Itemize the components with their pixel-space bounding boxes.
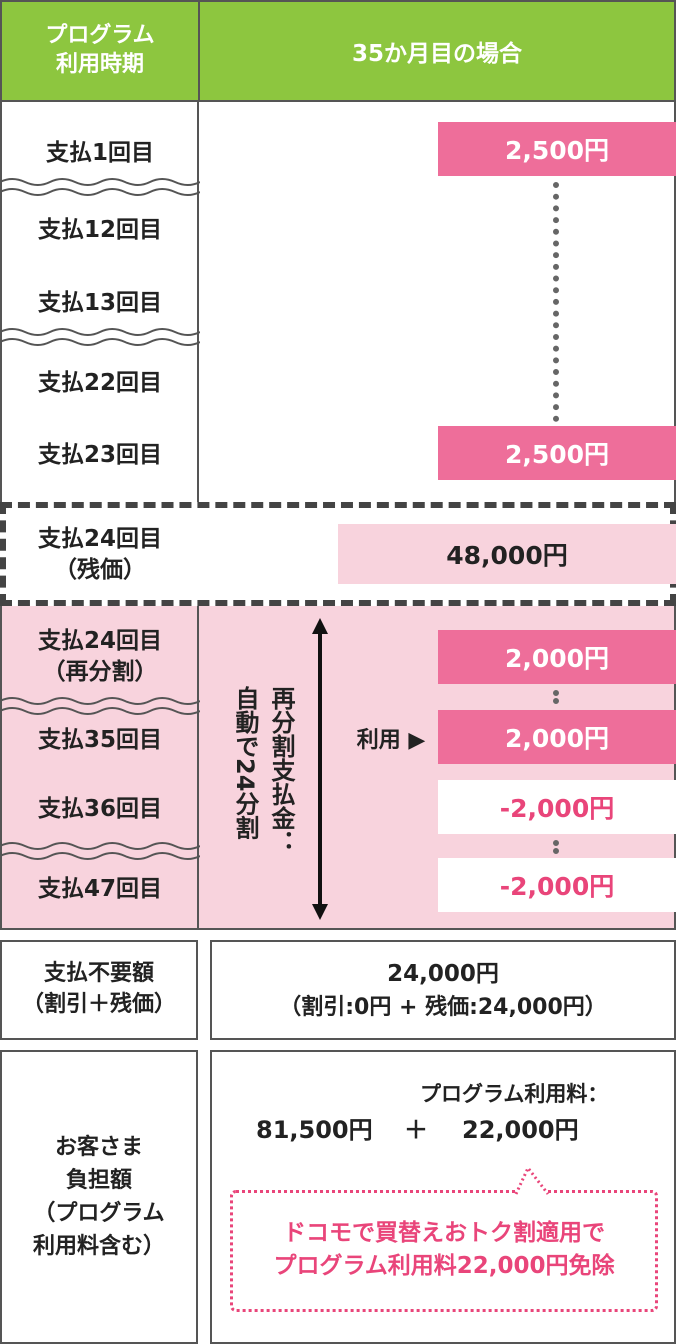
wave-break-1: [0, 178, 200, 196]
customer-burden-label: お客さま 負担額 （プログラム 利用料含む）: [0, 1050, 198, 1344]
bubble-pointer: [514, 1166, 550, 1195]
discount-note-bubble: [230, 1190, 658, 1312]
wave-break-3: [0, 697, 200, 715]
continuation-dots-negative: [553, 840, 559, 854]
row-label-payment-35: 支払35回目: [37, 727, 162, 753]
row-label-payment-24-residual-overlay: 支払24回目 （残価）: [37, 525, 162, 583]
row-label-payment-36: 支払36回目: [37, 796, 162, 822]
burden-base-amount: 81,500円: [256, 1116, 373, 1144]
double-arrow-icon: [312, 618, 328, 920]
amount-payment-1: 2,500円: [438, 122, 676, 176]
amount-resplit-24: 2,000円: [438, 630, 676, 684]
unneeded-amount-label: 支払不要額 （割引＋残価）: [0, 940, 198, 1040]
wave-break-4: [0, 842, 200, 860]
header-period-cell: プログラム 利用時期: [0, 0, 200, 102]
unneeded-amount-value: 24,000円: [387, 961, 499, 987]
customer-burden-cell: [210, 1050, 676, 1344]
wave-break-2: [0, 328, 200, 346]
program-fee-label: プログラム利用料：: [420, 1082, 609, 1106]
amount-negative-47: -2,000円: [438, 858, 676, 912]
amount-residual: 48,000円: [338, 524, 676, 584]
row-label-payment-1: 支払1回目: [45, 140, 154, 166]
row-label-payment-23: 支払23回目: [37, 442, 162, 468]
burden-plus-sign: ＋: [404, 1116, 428, 1144]
resplit-payment-vertical-text: 再分割支払金：: [267, 686, 295, 854]
amount-payment-23: 2,500円: [438, 426, 676, 480]
row-label-payment-12: 支払12回目: [37, 217, 162, 243]
row-label-payment-22: 支払22回目: [37, 370, 162, 396]
row-label-payment-13: 支払13回目: [37, 290, 162, 316]
unneeded-amount-detail: （割引:0円 + 残価:24,000円）: [279, 995, 607, 1020]
column-divider-lower: [197, 605, 199, 930]
program-fee-amount: 22,000円: [462, 1116, 579, 1144]
column-divider: [197, 100, 199, 502]
discount-note-text: ドコモで買替えおトク割適用で プログラム利用料22,000円免除: [273, 1219, 615, 1279]
amount-resplit-35: 2,000円: [438, 710, 676, 764]
use-label: 利用 ▶: [356, 728, 426, 753]
continuation-dots-upper: [553, 182, 559, 422]
amount-negative-36: -2,000円: [438, 780, 676, 834]
auto-split-vertical-text: 自動で24分割: [231, 686, 259, 840]
unneeded-amount-cell: [210, 940, 676, 1040]
row-label-payment-47: 支払47回目: [37, 876, 162, 902]
continuation-dots-resplit: [553, 690, 559, 704]
header-case-cell: 35か月目の場合: [198, 0, 676, 102]
row-label-payment-24-resplit: 支払24回目 （再分割）: [37, 627, 162, 685]
